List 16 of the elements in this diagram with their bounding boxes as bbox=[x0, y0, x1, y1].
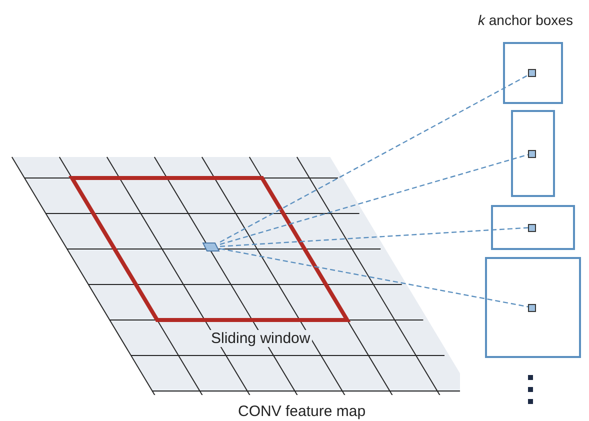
anchor-center-point bbox=[528, 150, 536, 158]
heading: k anchor boxes bbox=[477, 12, 574, 28]
sliding-window-cell bbox=[202, 242, 220, 252]
dashed-connector bbox=[220, 248, 528, 308]
anchor-box bbox=[511, 110, 555, 197]
anchor-box bbox=[491, 205, 575, 250]
anchor-center-point bbox=[528, 304, 536, 312]
map-label: CONV feature map bbox=[237, 403, 367, 420]
anchor-center-point bbox=[528, 69, 536, 77]
window-label: Sliding window bbox=[209, 330, 312, 347]
anchor-box bbox=[503, 42, 563, 104]
dashed-connector bbox=[220, 154, 528, 245]
anchor-box bbox=[485, 257, 581, 358]
dashed-connector bbox=[220, 227, 528, 248]
anchor-center-point bbox=[528, 224, 536, 232]
dashed-connector bbox=[220, 74, 528, 243]
